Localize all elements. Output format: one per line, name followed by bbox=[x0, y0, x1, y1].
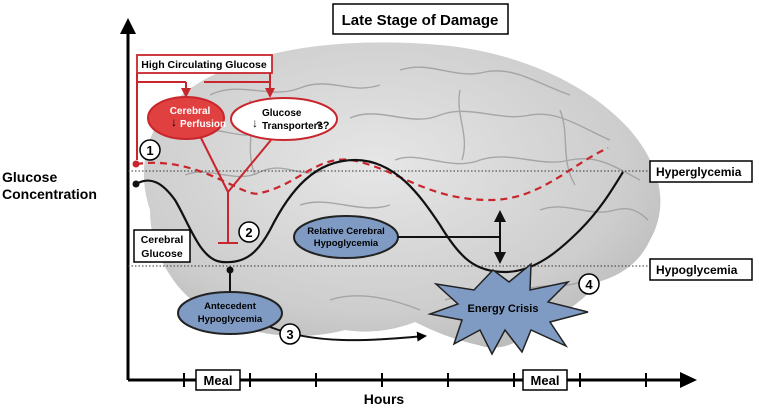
energy-crisis-starburst bbox=[427, 262, 589, 356]
marker-4 bbox=[578, 273, 600, 295]
meal-box-1 bbox=[195, 369, 241, 391]
meal-label-1: Meal bbox=[204, 373, 233, 388]
hypoglycemia-label: Hypoglycemia bbox=[656, 263, 738, 277]
high-glucose-label: High Circulating Glucose bbox=[141, 59, 267, 71]
down-arrow-icon: ↓ bbox=[252, 116, 258, 130]
question-marks: ?? bbox=[316, 120, 330, 132]
antecedent-hypoglycemia-line2: Hypoglycemia bbox=[198, 314, 263, 325]
axes: Meal Meal Hours Glucose Concentration bbox=[2, 18, 697, 407]
y-axis-label-line2: Concentration bbox=[2, 186, 97, 202]
down-arrow-icon: ↓ bbox=[171, 115, 177, 129]
x-axis-ticks bbox=[183, 373, 647, 387]
diagram-title: Late Stage of Damage bbox=[342, 12, 499, 29]
cerebral-perfusion-line1: Cerebral bbox=[170, 106, 211, 117]
antecedent-hypoglycemia-ellipse bbox=[177, 291, 283, 335]
red-arrows bbox=[136, 73, 275, 160]
cerebral-glucose-curve bbox=[135, 158, 624, 274]
cerebral-glucose-line1: Cerebral bbox=[141, 234, 184, 246]
cerebral-glucose-box bbox=[133, 229, 191, 263]
marker-2-label: 2 bbox=[245, 225, 252, 240]
cerebral-perfusion-line2: Perfusion bbox=[180, 119, 226, 130]
glucose-transporters-line1: Glucose bbox=[262, 108, 302, 119]
relative-hypoglycemia-line1: Relative Cerebral bbox=[307, 226, 385, 237]
marker-2 bbox=[238, 221, 260, 243]
x-axis-arrowhead bbox=[680, 372, 697, 388]
glucose-transporters-ellipse bbox=[230, 97, 338, 141]
hyperglycemia-box bbox=[649, 160, 753, 183]
x-axis-label: Hours bbox=[364, 391, 405, 407]
red-curve-start-dot bbox=[132, 160, 140, 168]
y-axis-arrowhead bbox=[120, 18, 136, 34]
marker-4-label: 4 bbox=[585, 277, 593, 292]
cerebral-perfusion-ellipse bbox=[147, 96, 225, 140]
double-arrow-up-head bbox=[494, 210, 506, 222]
meal-box-2 bbox=[522, 369, 568, 391]
hyperglycemia-label: Hyperglycemia bbox=[656, 165, 742, 179]
title-box bbox=[332, 3, 509, 35]
y-axis-label-line1: Glucose bbox=[2, 169, 57, 185]
high-glucose-box bbox=[136, 54, 273, 74]
hypoglycemia-box bbox=[649, 258, 753, 281]
marker-1-label: 1 bbox=[146, 143, 153, 158]
energy-crisis-label: Energy Crisis bbox=[468, 303, 539, 315]
black-curve-start-dot bbox=[132, 180, 140, 188]
meal-label-2: Meal bbox=[531, 373, 560, 388]
marker-1 bbox=[139, 139, 161, 161]
relative-hypoglycemia-line2: Hypoglycemia bbox=[314, 238, 379, 249]
red-inhibition-lines bbox=[200, 137, 272, 244]
cerebral-glucose-line2: Glucose bbox=[141, 248, 183, 260]
double-arrow-down-head bbox=[494, 252, 506, 264]
antecedent-hypoglycemia-line1: Antecedent bbox=[204, 301, 257, 312]
glucose-transporters-line2: Transporters bbox=[262, 121, 324, 132]
marker-3-label: 3 bbox=[286, 327, 293, 342]
marker-3 bbox=[279, 323, 301, 345]
relative-hypoglycemia-ellipse bbox=[293, 215, 399, 259]
